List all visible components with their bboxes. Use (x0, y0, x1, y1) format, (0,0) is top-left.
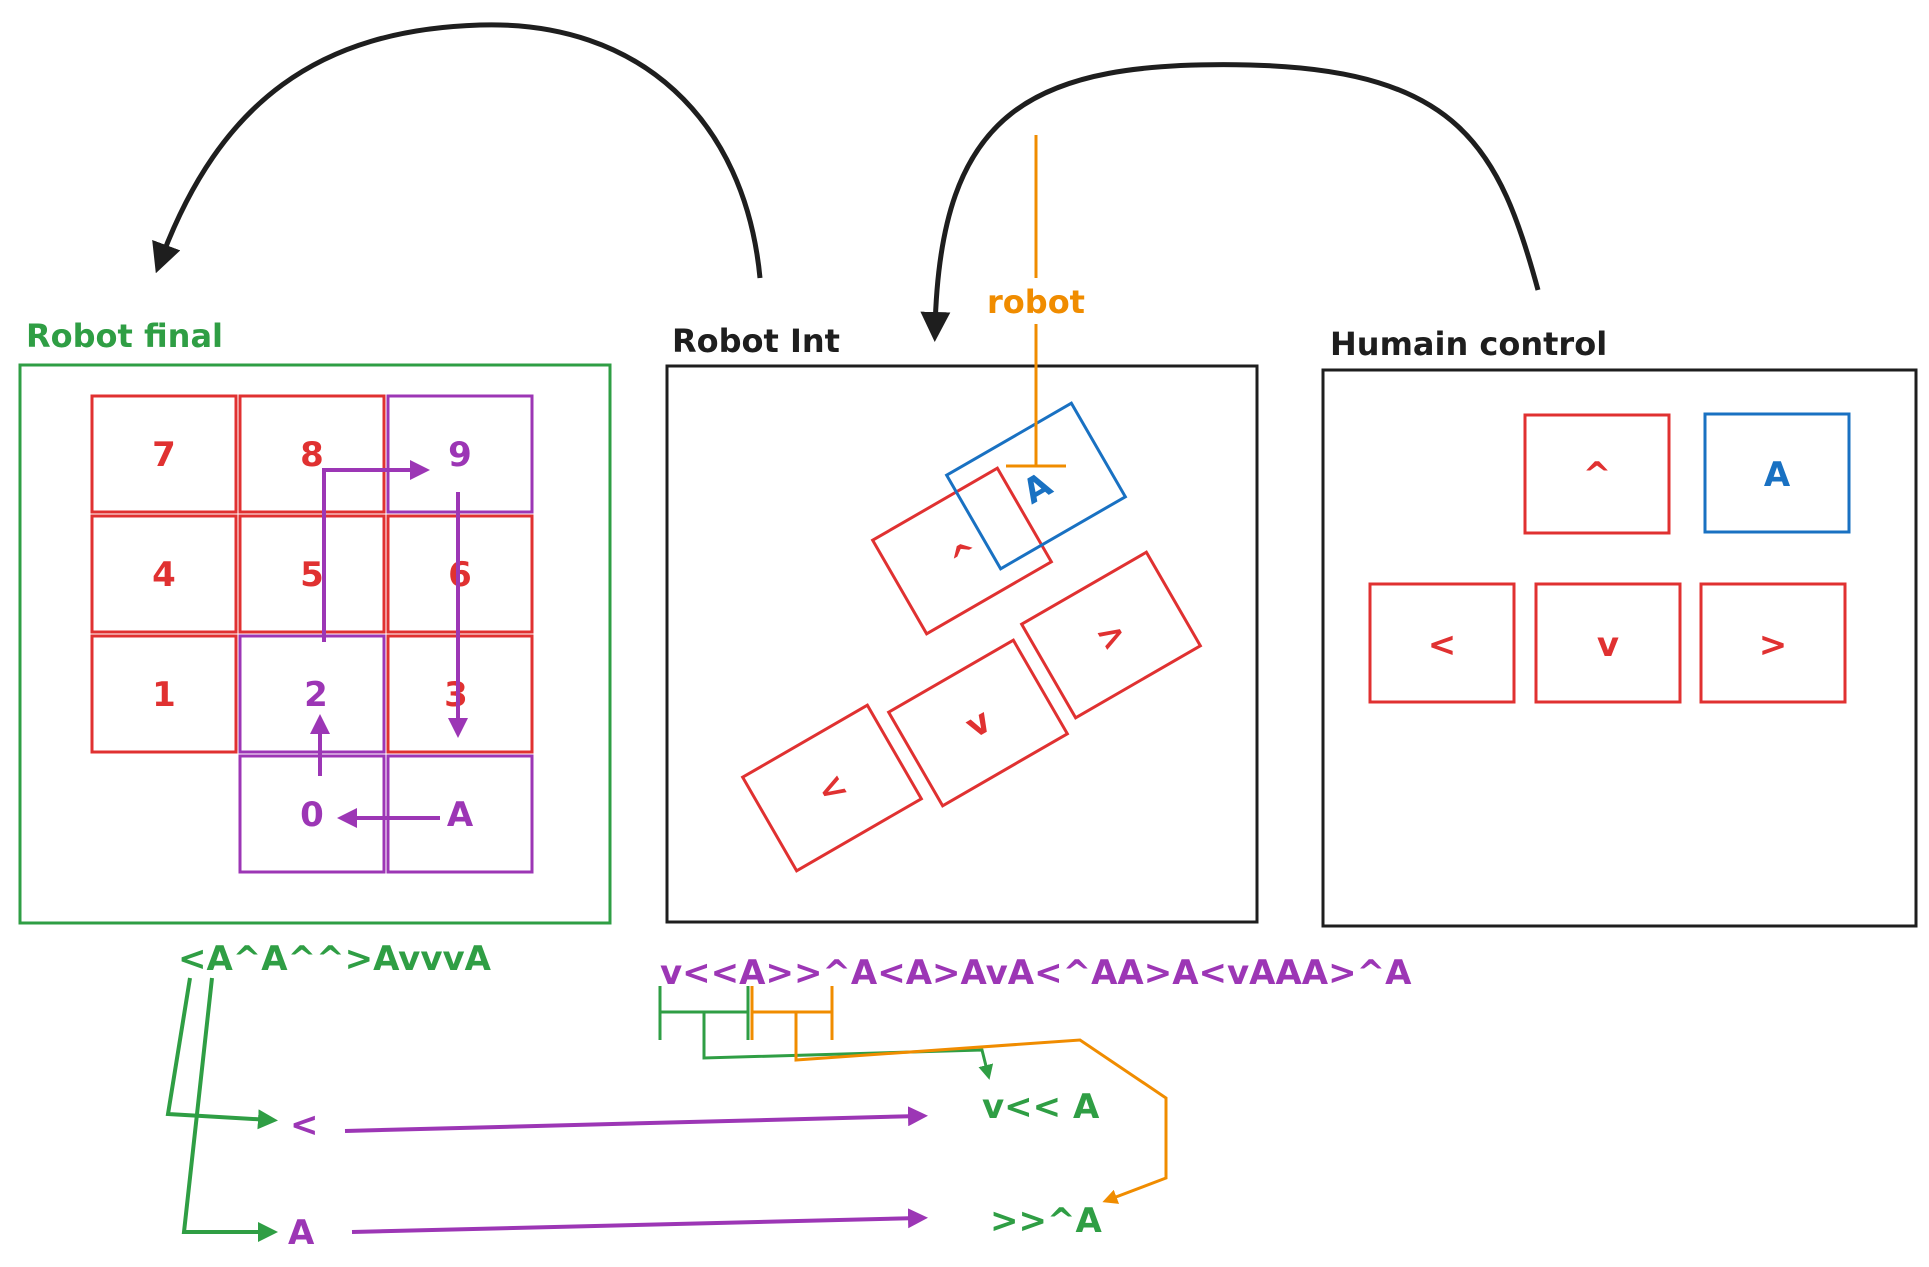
map-arrow-purple-1 (344, 1106, 928, 1133)
numpad: 7 8 9 4 5 6 1 2 3 0 A (90, 394, 534, 874)
dirpad-key-frame (740, 703, 924, 873)
numpad-key-label: 4 (152, 555, 176, 595)
sequence-int-rest: <A>AvA<^AA>A<vAAA>^A (877, 953, 1412, 993)
dirpad-key-frame (870, 466, 1054, 636)
numpad-key-frame (386, 754, 534, 874)
dirpad-key-label: A (1764, 455, 1791, 495)
dirpad-key-label: A (1016, 464, 1059, 512)
sequence-int: v<<A>>^A<A>AvA<^AA>A<vAAA>^A (660, 953, 1412, 993)
dirpad-key-label: v (959, 701, 998, 747)
path-arrow-2-to-9 (322, 460, 430, 642)
dirpad-key-label: > (1089, 611, 1134, 660)
numpad-key-label: 8 (300, 435, 324, 475)
numpad-key-frame (90, 394, 238, 514)
numpad-key-frame (90, 514, 238, 634)
dirpad-key-frame (944, 401, 1128, 571)
dirpad-key-label: > (1759, 625, 1788, 665)
numpad-key-label: 2 (304, 675, 328, 715)
dirpad-key-frame (886, 638, 1070, 808)
panel-title-human-control: Humain control (1330, 325, 1607, 363)
dirpad-human: ^ A < v > (1368, 412, 1851, 704)
expanded-seq-1: v<< A (982, 1087, 1100, 1127)
expanded-char-1: < (290, 1105, 319, 1145)
numpad-key-frame (90, 634, 238, 754)
panel-frame-human-control (1321, 368, 1918, 928)
panel-robot-final: Robot final 7 8 9 4 5 6 1 2 3 0 A (18, 317, 612, 925)
dirpad-key-label: v (1597, 625, 1619, 665)
numpad-key-frame (238, 754, 386, 874)
dirpad-key-frame (1703, 412, 1851, 534)
dirpad-key-frame (1523, 413, 1671, 535)
numpad-key-label: 1 (152, 675, 176, 715)
dirpad-key-label: < (810, 764, 855, 813)
numpad-key-label: A (447, 795, 474, 835)
panel-title-robot-final: Robot final (26, 317, 223, 355)
robot-pointer-label: robot (987, 283, 1085, 321)
dirpad-robot: ^ A < v > (740, 401, 1203, 873)
expand-arrow-green-2 (181, 977, 278, 1242)
panel-frame-robot-int (665, 364, 1259, 924)
numpad-key-frame (238, 394, 386, 514)
sequence-int-seg2: >>^A (765, 953, 877, 993)
bracket-orange-arrow (794, 1012, 1168, 1204)
dirpad-key-label: < (1428, 625, 1457, 665)
numpad-key-label: 7 (152, 435, 176, 475)
numpad-key-label: 9 (448, 435, 472, 475)
panel-title-robot-int: Robot Int (672, 322, 840, 360)
map-arrow-purple-2 (351, 1208, 928, 1234)
expanded-char-2: A (288, 1213, 315, 1253)
dirpad-key-label: ^ (1583, 455, 1612, 495)
flow-arrow-int-to-final (152, 22, 763, 279)
bracket-green-arrow (702, 1012, 994, 1080)
dirpad-key-frame (1534, 582, 1682, 704)
expand-arrow-green-1 (165, 977, 278, 1130)
numpad-key-label: 5 (300, 555, 324, 595)
panel-frame-robot-final (18, 363, 612, 925)
numpad-key-label: 0 (300, 795, 324, 835)
sequence-int-seg1: v<<A (660, 953, 766, 993)
numpad-key-frame (238, 634, 386, 754)
dirpad-key-label: ^ (943, 533, 988, 582)
dirpad-key-frame (1019, 550, 1203, 720)
flow-arrow-human-to-int (920, 62, 1541, 342)
numpad-key-frame (238, 514, 386, 634)
panel-human-control: Humain control ^ A < v > (1321, 325, 1918, 928)
dirpad-key-frame (1699, 582, 1847, 704)
sequence-final: <A^A^^>AvvvA (178, 939, 492, 979)
dirpad-key-frame (1368, 582, 1516, 704)
expanded-seq-2: >>^A (990, 1201, 1102, 1241)
